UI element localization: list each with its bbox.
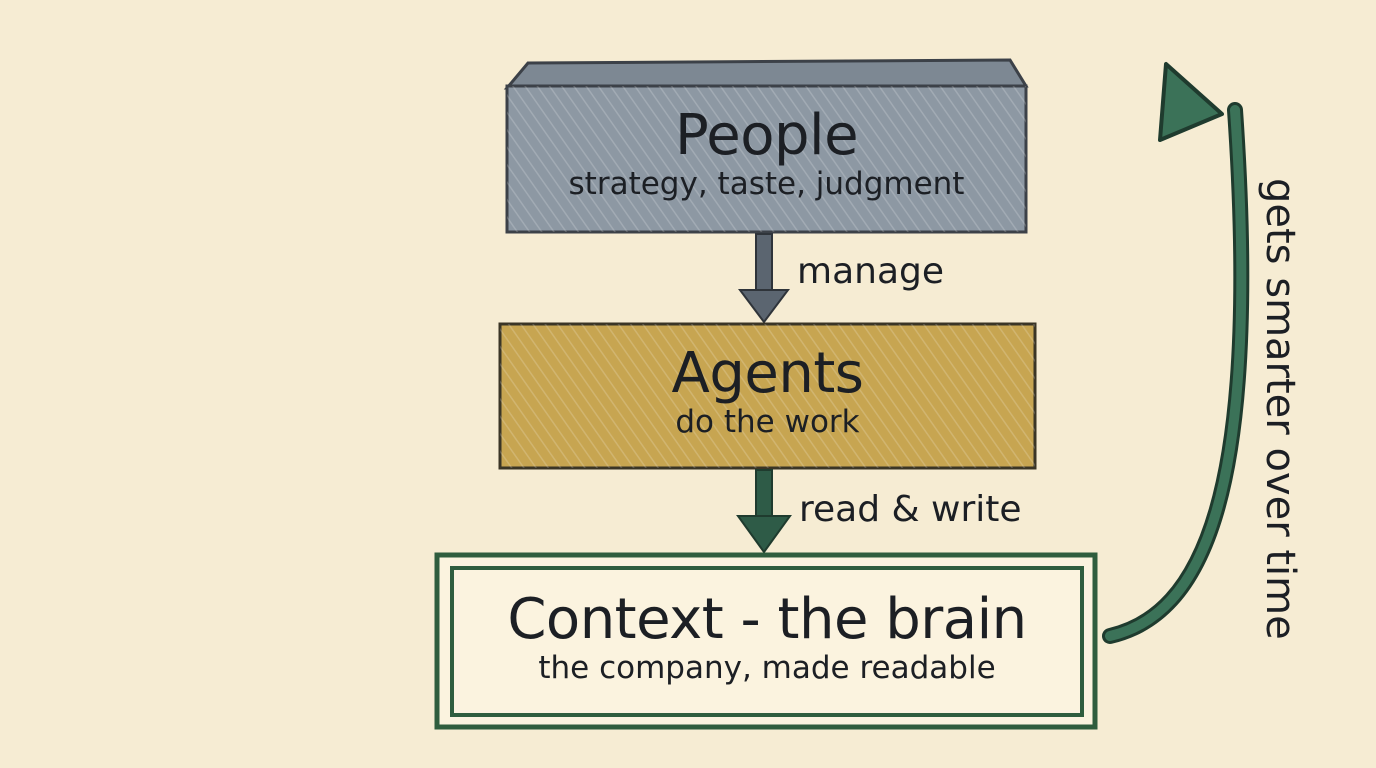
agents-box: [498, 322, 1037, 470]
people-box-texture: [507, 86, 1026, 232]
context-box-inner: [450, 566, 1084, 717]
context-node-text: Context - the brain the company, made re…: [452, 587, 1082, 687]
people-title: People: [674, 103, 859, 168]
context-subtitle: the company, made readable: [538, 650, 996, 686]
read-write-label: read & write: [799, 489, 1022, 530]
manage-arrow: [738, 233, 790, 324]
agents-title: Agents: [671, 341, 864, 406]
feedback-loop-arrow: [1102, 62, 1250, 644]
agents-box-texture: [500, 324, 1035, 468]
context-title: Context - the brain: [507, 587, 1027, 652]
people-subtitle: strategy, taste, judgment: [568, 166, 965, 202]
agents-subtitle: do the work: [675, 404, 860, 440]
context-box: [434, 552, 1098, 730]
people-box-top: [503, 58, 1029, 90]
manage-label: manage: [797, 251, 945, 292]
agents-node-text: Agents do the work: [500, 341, 1035, 441]
read-write-arrow: [736, 469, 792, 554]
feedback-loop-label: gets smarter over time: [1257, 178, 1303, 640]
people-box: [503, 58, 1029, 234]
people-node-text: People strategy, taste, judgment: [507, 103, 1026, 203]
context-box-outer: [434, 552, 1098, 730]
